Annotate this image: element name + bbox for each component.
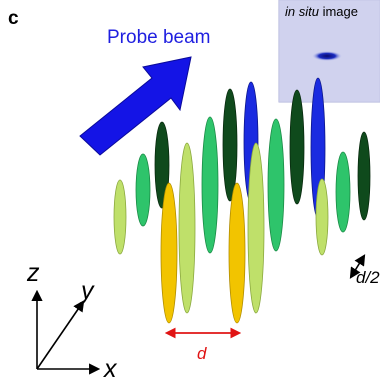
lattice-site <box>201 116 219 254</box>
lattice-site <box>113 179 127 255</box>
y-axis-label: y <box>79 277 95 305</box>
spacing-d-label: d <box>197 344 207 363</box>
lattice-site <box>135 153 151 227</box>
lattice-back-row <box>154 77 371 221</box>
lattice-pale-row <box>113 142 329 314</box>
probe-beam-label: Probe beam <box>107 27 211 48</box>
spacing-d-half: d/2 <box>349 254 380 287</box>
inset-title: in situ image <box>285 4 358 19</box>
lattice-site <box>160 182 178 324</box>
lattice-site <box>267 118 285 252</box>
lattice-middle-row <box>135 116 351 254</box>
lattice-site <box>222 88 238 202</box>
y-axis <box>36 300 85 370</box>
probe-beam-arrow <box>79 56 192 156</box>
spacing-d: d <box>164 327 242 363</box>
panel-letter: c <box>8 8 19 29</box>
lattice-site <box>154 121 170 209</box>
lattice-site <box>178 142 196 314</box>
lattice-site <box>228 182 246 324</box>
lattice-front-row <box>160 182 246 324</box>
lattice-site <box>335 151 351 233</box>
lattice-site <box>357 131 371 221</box>
lattice-site <box>289 89 305 205</box>
atom-cloud <box>312 51 342 61</box>
lattice-site <box>315 178 329 256</box>
in-situ-inset: in situ image <box>278 0 380 103</box>
lattice-site <box>247 142 265 314</box>
spacing-d-half-label: d/2 <box>356 268 380 287</box>
coordinate-axes: z y x <box>26 259 118 382</box>
x-axis-label: x <box>103 355 118 382</box>
z-axis-label: z <box>26 259 40 287</box>
